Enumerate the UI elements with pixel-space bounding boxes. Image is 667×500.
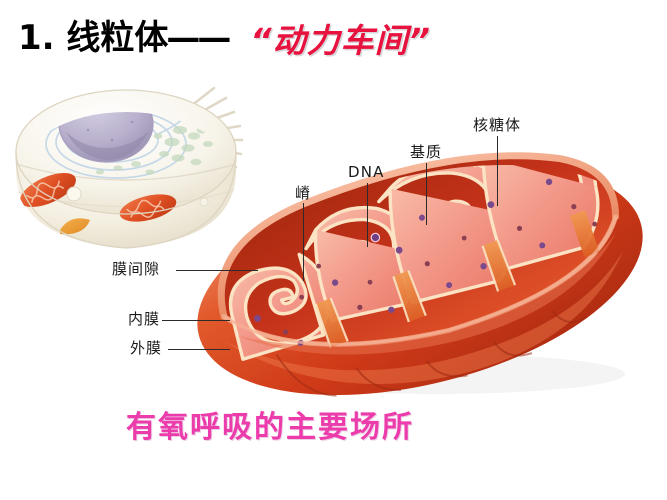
label-ribosome: 核糖体 xyxy=(473,116,522,134)
title-nickname: “动力车间” xyxy=(250,21,431,60)
leader-line-intermembrane-space xyxy=(176,270,258,271)
label-cristae: 嵴 xyxy=(295,184,312,202)
mitochondrial-dna-nucleoid xyxy=(370,232,381,243)
cell-mitochondrion-1 xyxy=(20,172,76,208)
bottom-caption: 有氧呼吸的主要场所 xyxy=(126,410,414,445)
leader-line-dna xyxy=(367,183,368,247)
cristae-and-matrix xyxy=(228,150,616,361)
label-matrix: 基质 xyxy=(410,143,443,161)
label-outer-membrane: 外膜 xyxy=(130,339,163,357)
label-dna: DNA xyxy=(348,163,385,181)
page-title: 1. 线粒体 —— “动力车间” xyxy=(18,14,431,62)
ribosome-dots xyxy=(254,178,598,346)
animal-cell-figure xyxy=(8,72,260,252)
lysosome xyxy=(60,218,90,235)
mitochondrion-figure xyxy=(185,150,655,410)
outer-membrane-lobes xyxy=(276,310,588,397)
vesicle-small xyxy=(199,197,209,207)
leader-line-inner-membrane xyxy=(162,320,230,321)
title-em-dash: —— xyxy=(166,18,231,58)
leader-line-matrix xyxy=(426,163,427,225)
title-term: 1. 线粒体 xyxy=(18,18,169,58)
crista-walls xyxy=(315,210,600,348)
vacuole xyxy=(66,186,82,202)
leader-line-cristae xyxy=(303,203,304,281)
leader-line-outer-membrane xyxy=(168,349,230,350)
leader-line-ribosome xyxy=(497,136,498,206)
cell-mitochondrion-2 xyxy=(119,194,177,222)
label-intermembrane-space: 膜间隙 xyxy=(112,260,161,278)
label-inner-membrane: 内膜 xyxy=(128,310,161,328)
cut-edge-rim xyxy=(217,152,620,320)
